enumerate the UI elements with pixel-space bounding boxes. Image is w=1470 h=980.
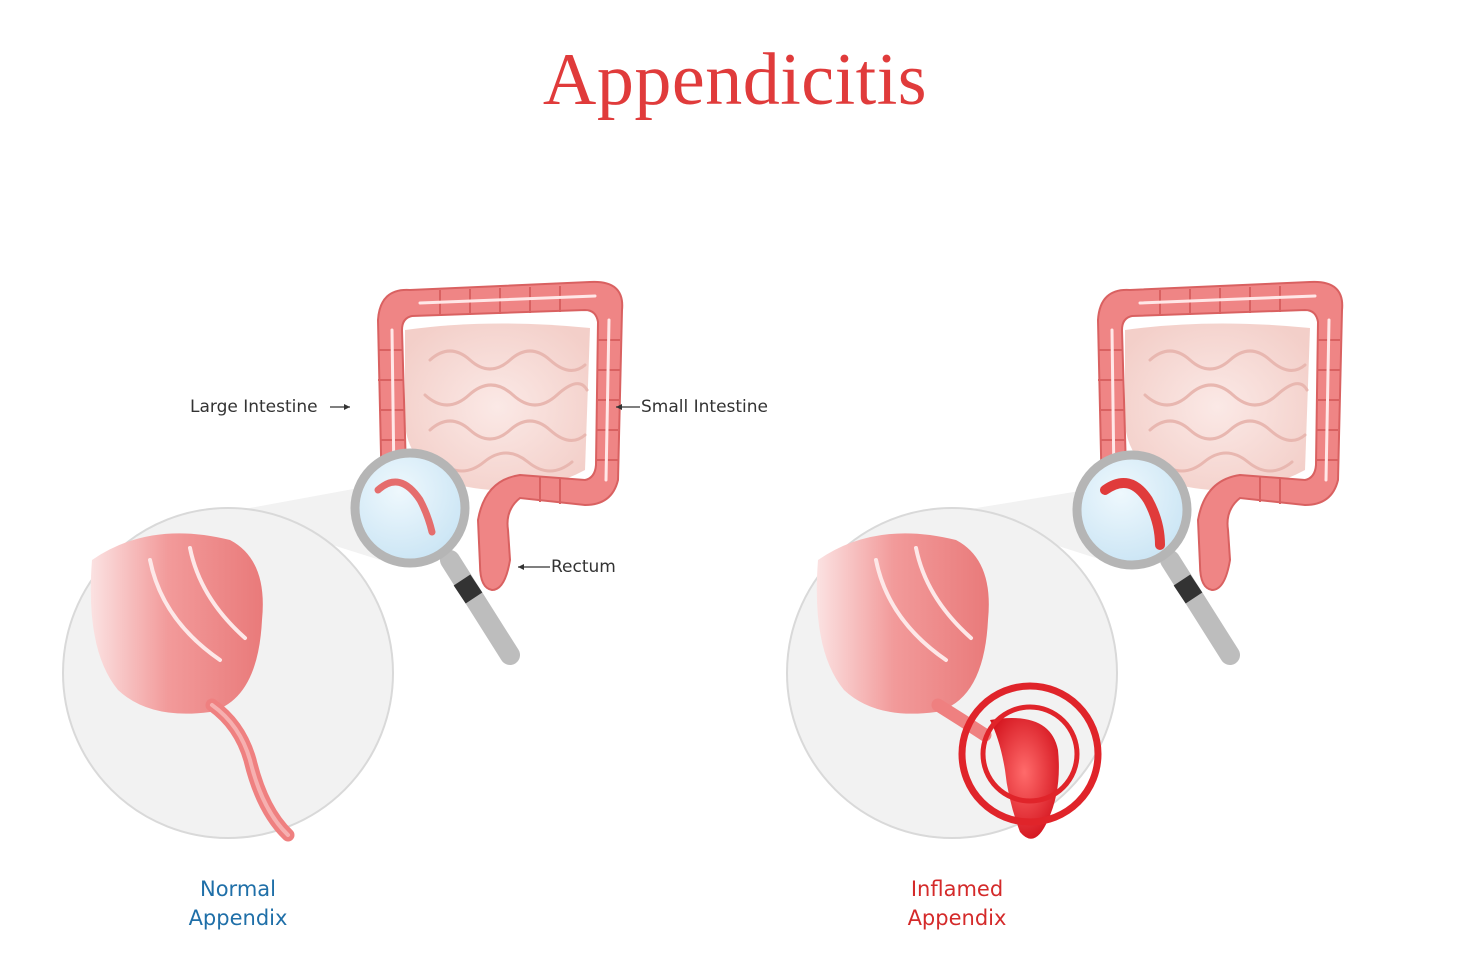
large-intestine-label: Large Intestine [190, 397, 318, 417]
small-intestine-label: Small Intestine [641, 397, 768, 417]
normal-caption-line2: Appendix [128, 904, 348, 933]
normal-appendix-caption: Normal Appendix [128, 875, 348, 933]
normal-caption-line1: Normal [128, 875, 348, 904]
rectum-label: Rectum [551, 557, 616, 577]
inflamed-colon-diagram [787, 282, 1342, 839]
cecum-right [817, 533, 989, 713]
cecum-left [91, 533, 263, 713]
inflamed-appendix-caption: Inflamed Appendix [847, 875, 1067, 933]
inflamed-caption-line1: Inflamed [847, 875, 1067, 904]
inflamed-caption-line2: Appendix [847, 904, 1067, 933]
